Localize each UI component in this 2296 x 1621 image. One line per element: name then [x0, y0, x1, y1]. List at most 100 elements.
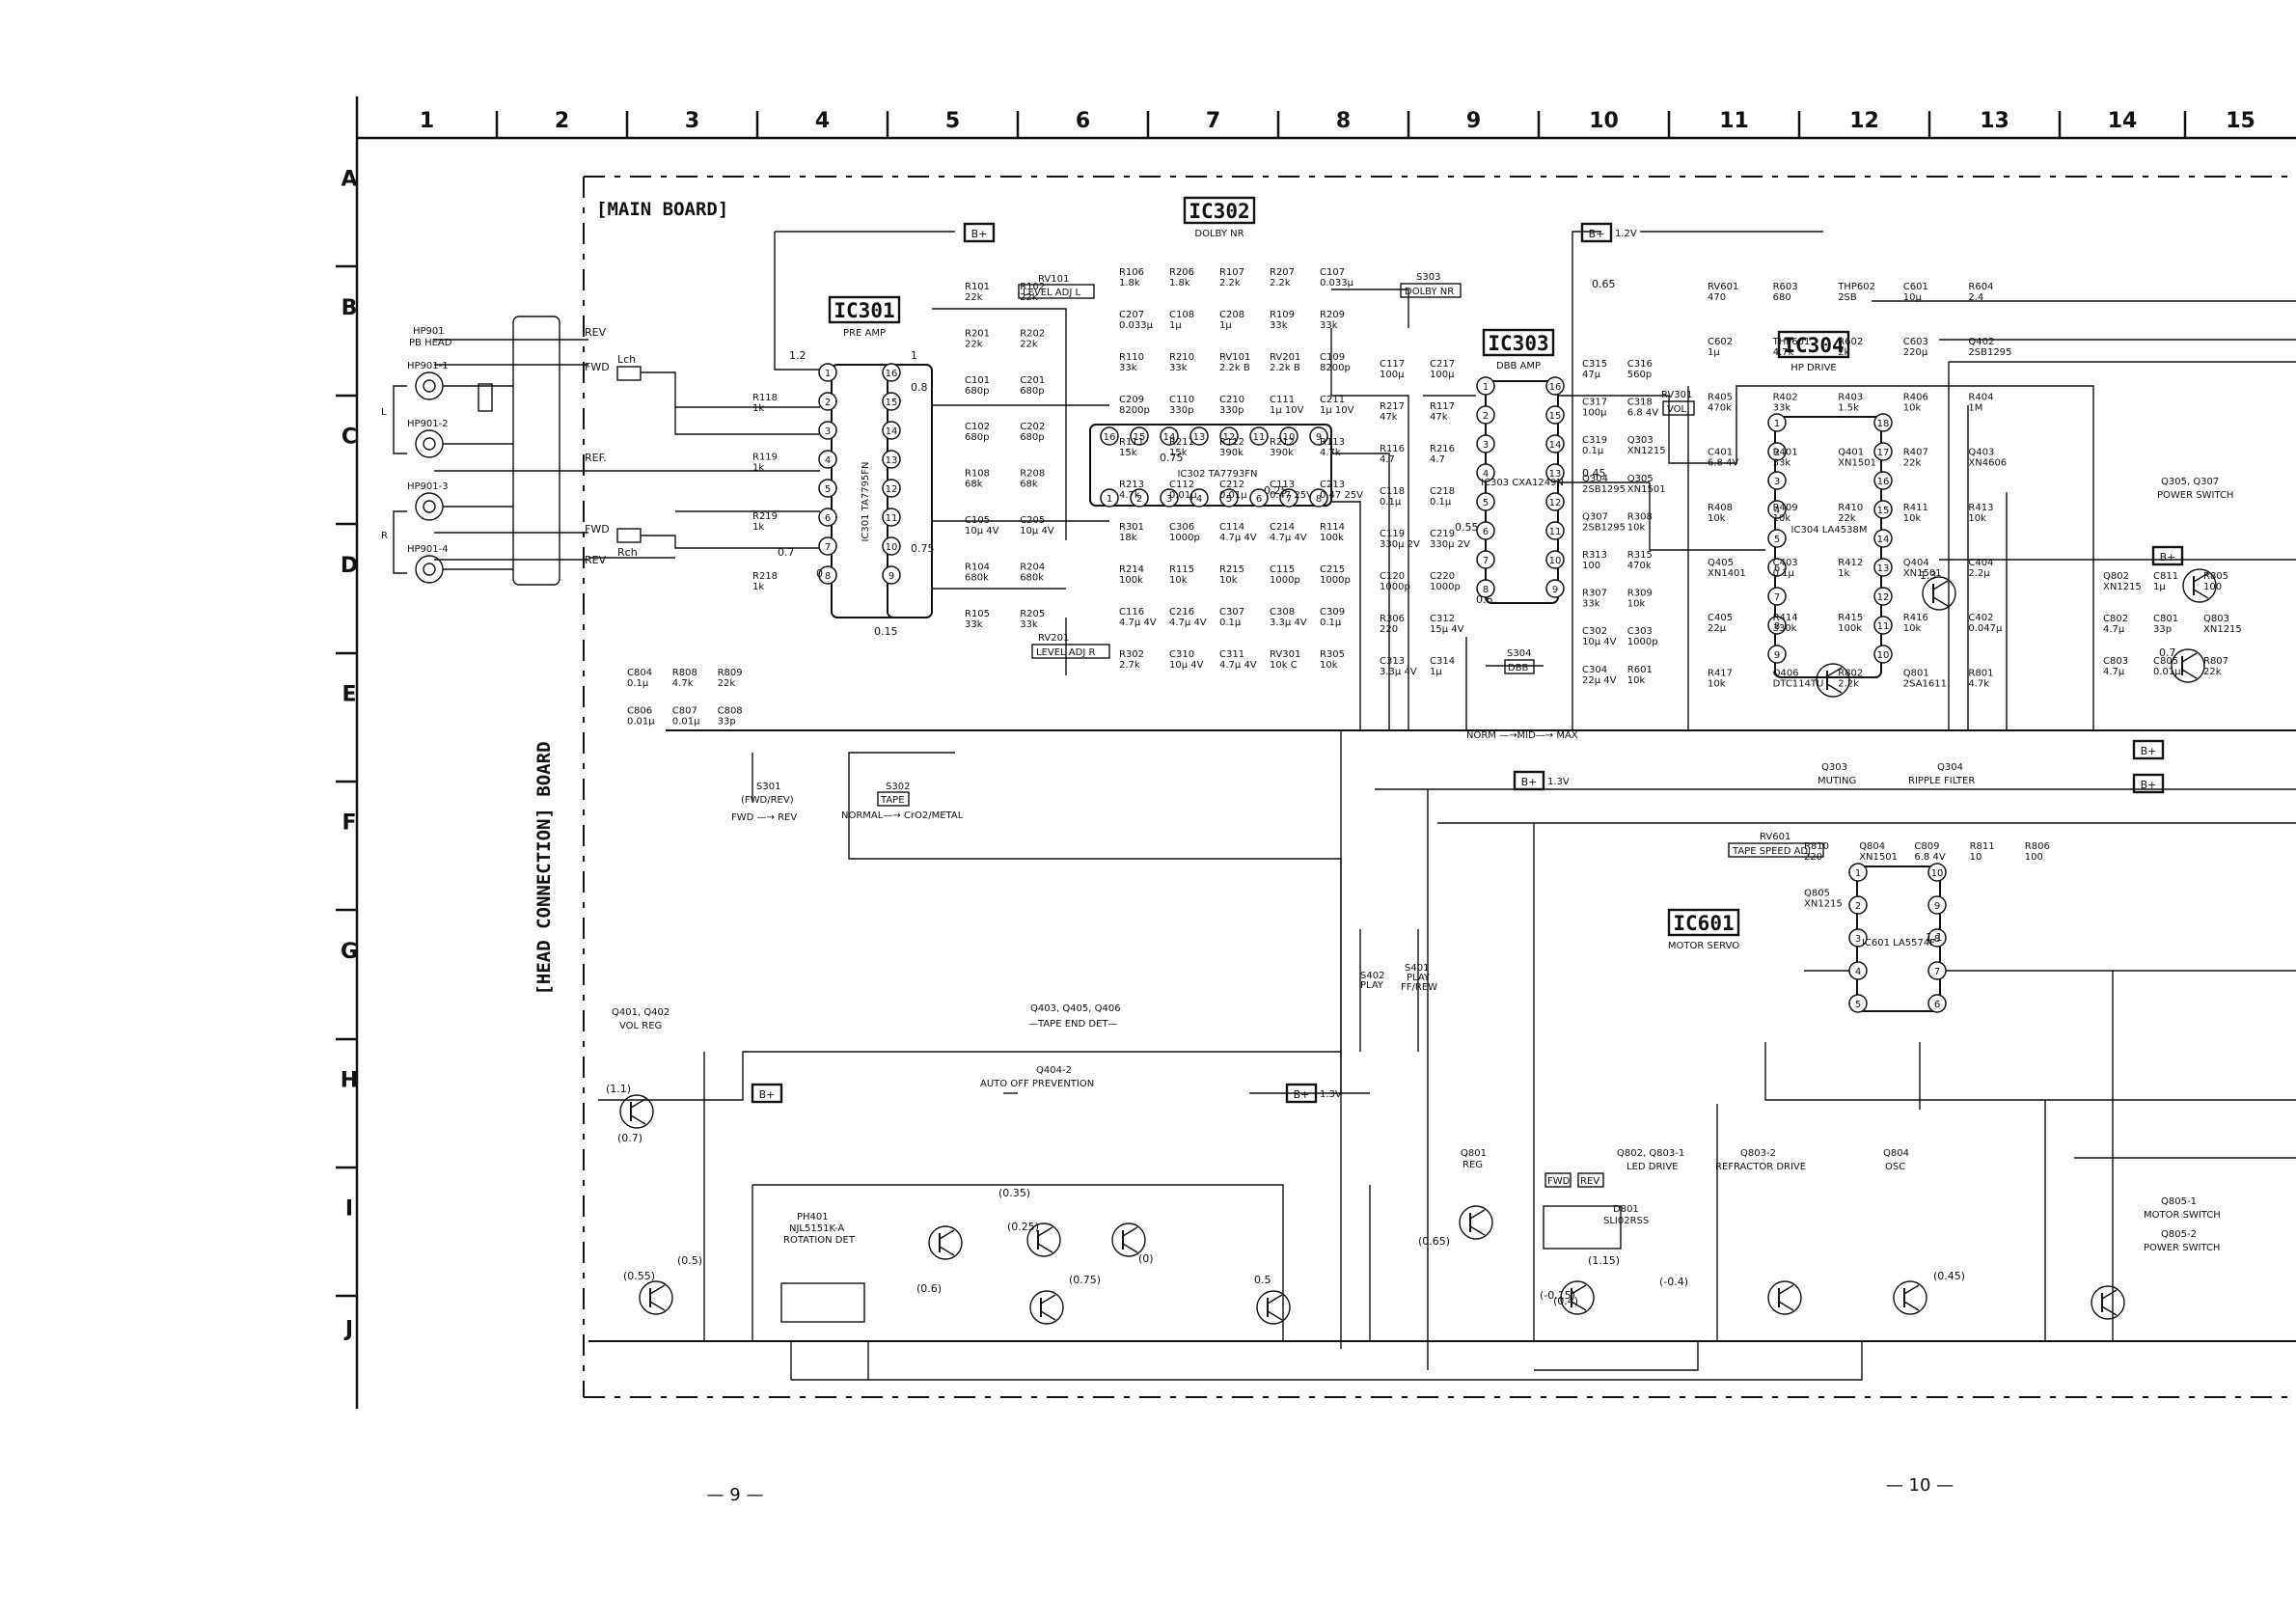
- component-value: 330p: [1219, 405, 1244, 416]
- ic-pin-number: 7: [1934, 967, 1940, 977]
- component-value: 680p: [1020, 386, 1044, 397]
- grid-frame: [336, 96, 2296, 1409]
- voltage-label: 0.7: [778, 546, 795, 559]
- ic-pin-number: 10: [886, 542, 898, 553]
- voltage-label: (0.4): [1553, 1295, 1578, 1307]
- ic-labels: IC301 PRE AMP IC301 TA7795FN IC302 DOLBY…: [828, 196, 1935, 951]
- q804-desc: OSC: [1885, 1162, 1905, 1172]
- voltage-label: (0.5): [677, 1254, 702, 1267]
- grid-row-label: F: [342, 811, 356, 836]
- component-ref: R107: [1219, 267, 1244, 278]
- component-ref: R219: [752, 511, 778, 522]
- component-value: 10k: [1708, 513, 1726, 524]
- component-value: 33k: [1020, 619, 1038, 630]
- ic-pin-number: 14: [886, 426, 898, 437]
- ic-pin: 15: [882, 392, 901, 411]
- component-ref: Q303: [1627, 435, 1654, 446]
- ic-pin: 2: [1767, 442, 1787, 461]
- connector-label-rev-bottom: REV: [585, 554, 607, 566]
- voltage-label: 0.25: [1264, 484, 1288, 497]
- component-ref: R402: [1773, 392, 1798, 402]
- component-ref: C311: [1219, 649, 1244, 660]
- head-channel-l: L: [381, 407, 387, 418]
- ic601-part: IC601 LA5574F: [1862, 938, 1935, 948]
- voltage-label: 0.45: [1582, 467, 1606, 480]
- component-ref: C118: [1380, 486, 1405, 497]
- voltage-label: 1.2: [789, 349, 806, 362]
- dbb-modes: NORM —→MID—→ MAX: [1466, 730, 1578, 741]
- voltage-label: (0.55): [623, 1270, 655, 1282]
- component-ref: C101: [965, 375, 990, 386]
- ic-pin: 8: [1767, 616, 1787, 635]
- component-ref: R119: [752, 453, 778, 463]
- pb-head-label: HP901-4: [407, 544, 449, 555]
- grid-column-label: 9: [1466, 109, 1481, 133]
- component-value: 560p: [1627, 370, 1652, 380]
- component-ref: Q305: [1627, 474, 1654, 484]
- ic-pin-number: 4: [1483, 469, 1489, 480]
- component-value: 10k: [1627, 599, 1646, 610]
- component-value: 1.8k: [1169, 278, 1190, 288]
- component-ref: C316: [1627, 359, 1653, 370]
- component-ref: R204: [1020, 562, 1045, 572]
- d801-part: SLI02RSS: [1603, 1216, 1649, 1226]
- ic-pin-number: 13: [886, 455, 898, 466]
- voltage-label: (0.6): [916, 1282, 942, 1295]
- grid-column-label: 12: [1849, 109, 1879, 133]
- ic-pin: 10: [1279, 426, 1298, 446]
- component-ref: C312: [1430, 614, 1455, 624]
- component-value: 22k: [965, 339, 983, 349]
- component-value: 2.2k: [1219, 278, 1241, 288]
- component-value: 4.7k: [1320, 448, 1341, 458]
- ic301-part: IC301 TA7795FN: [861, 461, 871, 541]
- ic-pin: 7: [818, 536, 837, 556]
- ic-pin: 5: [818, 479, 837, 498]
- component-ref: R416: [1903, 613, 1928, 623]
- ic-pin: 9: [1309, 426, 1328, 446]
- component-value: 10μ 4V: [1582, 637, 1617, 647]
- main-board-title: [MAIN BOARD]: [596, 199, 728, 220]
- ic303-part: IC303 CXA1249N: [1481, 478, 1564, 488]
- component-value: 680k: [1020, 572, 1044, 583]
- component-ref: C209: [1119, 395, 1144, 405]
- grid-column-label: 7: [1206, 109, 1220, 133]
- component-ref: R105: [965, 609, 990, 619]
- ic-pin-number: 8: [825, 571, 831, 582]
- q805-1-ref: Q805-1: [2161, 1196, 2197, 1207]
- component-ref: C315: [1582, 359, 1607, 370]
- component-value: 10: [1970, 852, 1982, 863]
- head-channel-r: R: [381, 531, 388, 541]
- page-number-left: — 9 —: [707, 1485, 764, 1505]
- component-ref: R810: [1804, 841, 1829, 852]
- ic-pin: 15: [1873, 500, 1893, 519]
- component-ref: C302: [1582, 626, 1607, 637]
- ic-pin-number: 7: [1774, 592, 1780, 603]
- s301-modes: FWD —→ REV: [731, 812, 797, 823]
- component-ref: C119: [1380, 529, 1405, 539]
- component-value: 33k: [1582, 599, 1600, 610]
- component-value: 0.47 25V: [1320, 490, 1363, 501]
- component-ref: C207: [1119, 310, 1144, 320]
- ic-pin-number: 3: [1166, 494, 1172, 505]
- component-value: 22k: [718, 678, 736, 689]
- component-value: 4.7μ 4V: [1169, 618, 1207, 628]
- ic-pin-number: 9: [1552, 585, 1558, 595]
